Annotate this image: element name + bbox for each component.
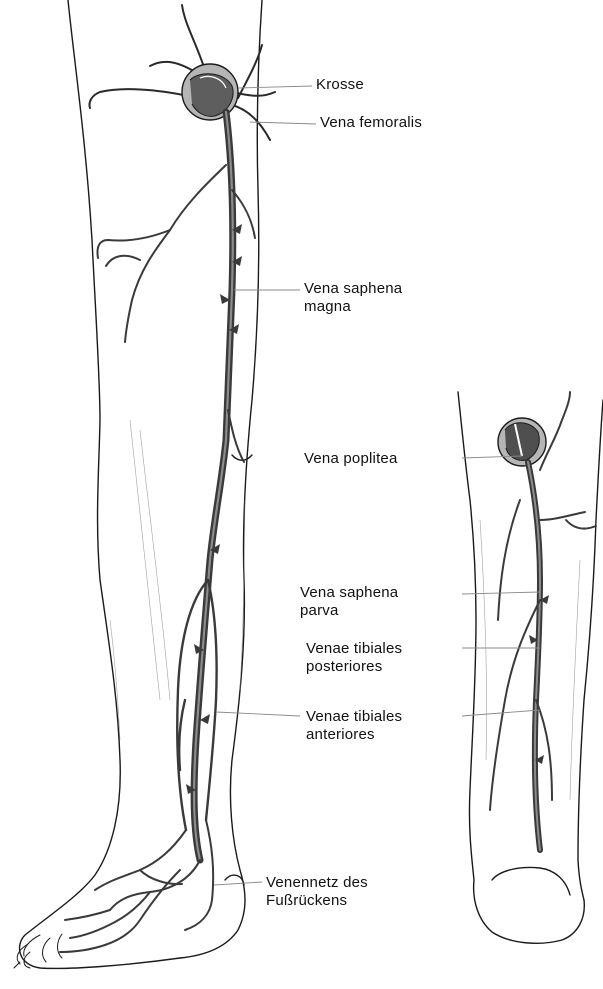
label-venae-tibiales-posteriores: Venae tibiales posteriores bbox=[306, 640, 402, 676]
label-poplitea-text: Vena poplitea bbox=[304, 450, 398, 468]
poplitea-junction bbox=[498, 418, 546, 466]
label-saphena-parva-line2: parva bbox=[300, 602, 398, 620]
label-vena-femoralis: Vena femoralis bbox=[320, 114, 422, 132]
label-venennetz-des-fussrueckens: Venennetz des Fußrückens bbox=[266, 874, 368, 910]
label-tibiales-ant-line2: anteriores bbox=[306, 726, 402, 744]
label-saphena-magna-line2: magna bbox=[304, 298, 402, 316]
leader-lines bbox=[214, 86, 540, 885]
label-krosse-text: Krosse bbox=[316, 76, 364, 94]
label-saphena-magna-line1: Vena saphena bbox=[304, 280, 402, 298]
krosse-junction bbox=[182, 64, 238, 120]
label-tibiales-ant-line1: Venae tibiales bbox=[306, 708, 402, 726]
groin-branches bbox=[89, 5, 275, 140]
front-leg-outline bbox=[20, 0, 262, 968]
label-saphena-parva-line1: Vena saphena bbox=[300, 584, 398, 602]
label-vena-femoralis-text: Vena femoralis bbox=[320, 114, 422, 132]
dorsal-foot-network bbox=[60, 820, 213, 952]
label-vena-poplitea: Vena poplitea bbox=[304, 450, 398, 468]
label-krosse: Krosse bbox=[316, 76, 364, 94]
label-venennetz-line2: Fußrückens bbox=[266, 892, 368, 910]
label-vena-saphena-parva: Vena saphena parva bbox=[300, 584, 398, 620]
label-tibiales-post-line2: posteriores bbox=[306, 658, 402, 676]
label-venennetz-line1: Venennetz des bbox=[266, 874, 368, 892]
label-venae-tibiales-anteriores: Venae tibiales anteriores bbox=[306, 708, 402, 744]
label-vena-saphena-magna: Vena saphena magna bbox=[304, 280, 402, 316]
label-tibiales-post-line1: Venae tibiales bbox=[306, 640, 402, 658]
